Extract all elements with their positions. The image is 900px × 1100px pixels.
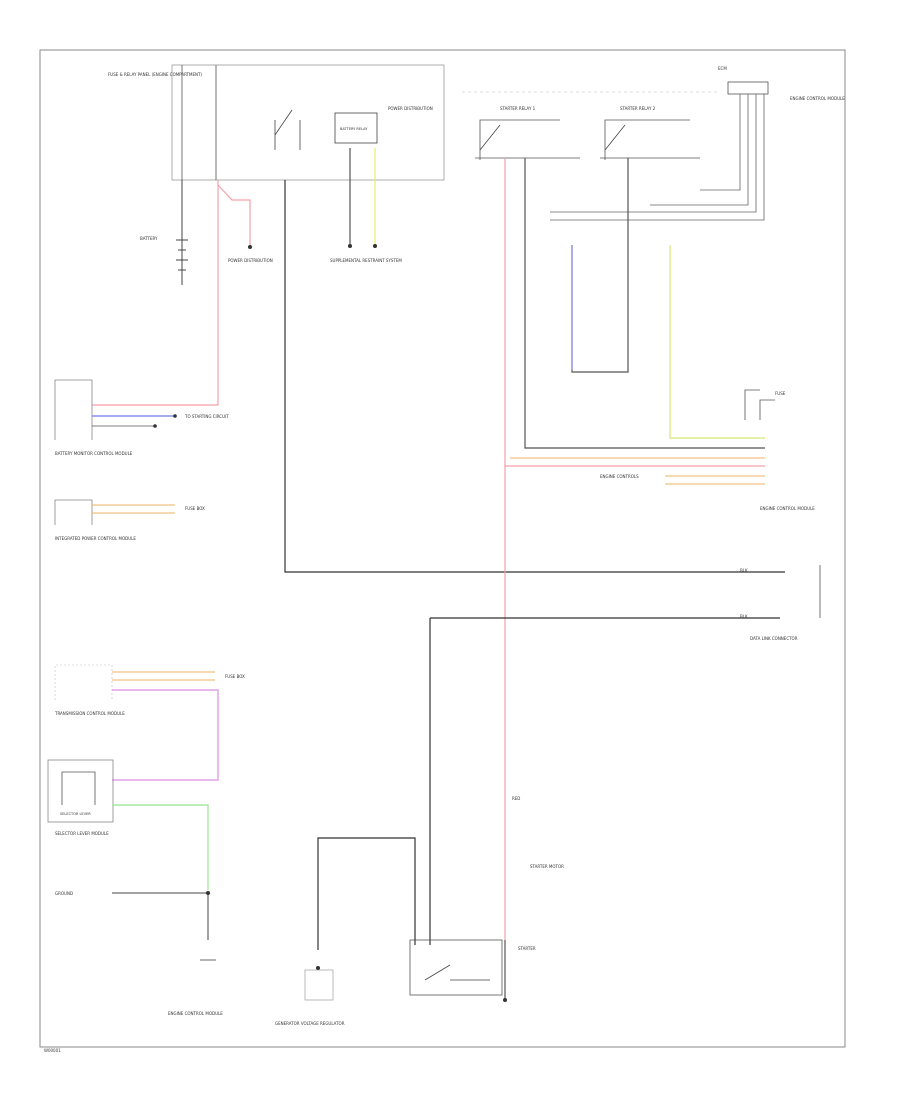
selector-lever-module: SELECTOR LEVER SELECTOR LEVER MODULE	[47, 759, 209, 890]
wire-label-red: RED	[512, 796, 520, 801]
selector-lever-inner-label: SELECTOR LEVER	[60, 812, 91, 816]
hybrid-control-label: INTEGRATED POWER CONTROL MODULE	[55, 536, 136, 541]
engine-control-module-right: FUSE ENGINE CONTROL MODULE	[744, 389, 815, 511]
fuse-box-label-2: FUSE BOX	[225, 674, 245, 679]
generator-connector: GENERATOR VOLTAGE REGULATOR	[275, 966, 345, 1026]
engine-controls-label: ENGINE CONTROLS	[600, 474, 639, 479]
fuse-box-label: FUSE BOX	[185, 506, 205, 511]
battery-label: BATTERY	[140, 236, 158, 241]
wire-violet-tcm	[112, 689, 219, 781]
ecm-top-label: ECM	[718, 66, 727, 71]
starter-motor-label: STARTER MOTOR	[530, 864, 564, 869]
power-distribution-label: POWER DISTRIBUTION	[388, 106, 433, 111]
bottom-label-2: GENERATOR VOLTAGE REGULATOR	[275, 1021, 345, 1026]
engine-control-module-label: ENGINE CONTROL MODULE	[760, 506, 815, 511]
starter-relay-2: STARTER RELAY 2	[600, 106, 700, 160]
starter-relay-1: STARTER RELAY 1	[475, 106, 580, 160]
battery-symbol: BATTERY	[140, 180, 188, 285]
wire-label-black: BLK	[740, 568, 748, 573]
svg-text:BLK: BLK	[740, 614, 748, 619]
power-distribution-lower-label: POWER DISTRIBUTION	[228, 258, 273, 263]
fuse-relay-panel-label: FUSE & RELAY PANEL (ENGINE COMPARTMENT)	[108, 72, 202, 77]
diagram-frame	[39, 49, 846, 1048]
starter-relay-2-label: STARTER RELAY 2	[620, 106, 656, 111]
data-link-connector-label: DATA LINK CONNECTOR	[750, 636, 798, 641]
wire-black-long	[284, 180, 785, 573]
footer-code: W00001	[44, 1048, 61, 1053]
bottom-label-1: ENGINE CONTROL MODULE	[168, 1011, 223, 1016]
transmission-control-module: FUSE BOX TRANSMISSION CONTROL MODULE	[54, 664, 245, 781]
battery-monitor-module: TO STARTING CIRCUIT BATTERY MONITOR CONT…	[54, 379, 229, 456]
hybrid-control-module: FUSE BOX INTEGRATED POWER CONTROL MODULE	[54, 499, 205, 541]
starter-motor: STARTER STARTER MOTOR	[409, 864, 564, 1002]
ground-label: GROUND	[55, 891, 73, 896]
starting-circuit-label: TO STARTING CIRCUIT	[184, 414, 229, 419]
transmission-control-label: TRANSMISSION CONTROL MODULE	[54, 711, 125, 716]
wire-red-main	[92, 180, 219, 406]
ground-point: GROUND ENGINE CONTROL MODULE	[55, 891, 223, 1016]
starter-relay-1-label: STARTER RELAY 1	[500, 106, 536, 111]
ecm-side-label: ENGINE CONTROL MODULE	[790, 96, 845, 101]
fuse-relay-panel: FUSE & RELAY PANEL (ENGINE COMPARTMENT) …	[108, 64, 445, 181]
wire-black-ground-loop	[317, 837, 416, 950]
selector-lever-label: SELECTOR LEVER MODULE	[55, 831, 109, 836]
wire-yellow-relay2	[669, 245, 765, 439]
wire-gray-relay1	[524, 158, 765, 449]
fuse-label: FUSE	[775, 391, 786, 396]
ecm-top: ECM ENGINE CONTROL MODULE	[550, 66, 845, 221]
wire-black-relay2	[571, 158, 629, 373]
starter-label: STARTER	[518, 946, 536, 951]
battery-monitor-label: BATTERY MONITOR CONTROL MODULE	[55, 451, 133, 456]
data-link-connector: DATA LINK CONNECTOR BLK	[430, 565, 821, 641]
srs-label: SUPPLEMENTAL RESTRAINT SYSTEM	[330, 258, 402, 263]
wire-green-selector	[112, 804, 209, 890]
battery-relay-label: BATTERY RELAY	[340, 127, 368, 131]
wire-red-branch	[217, 184, 251, 245]
